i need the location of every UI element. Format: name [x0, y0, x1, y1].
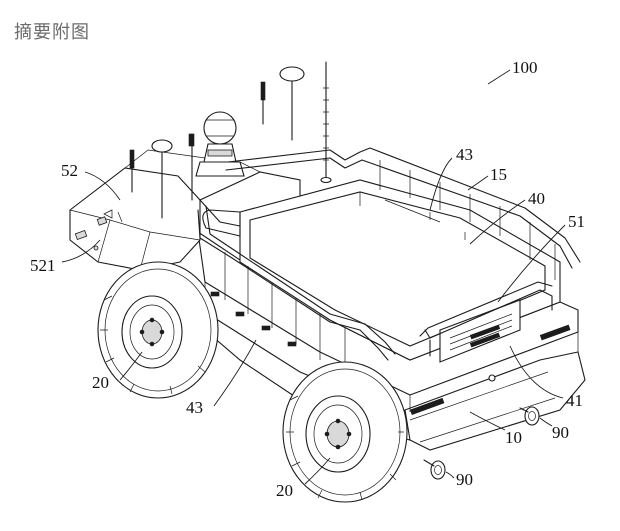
ref-521: 521	[30, 256, 56, 275]
ref-20-front: 20	[92, 373, 109, 392]
page-title: 摘要附图	[14, 22, 90, 43]
cargo-bed	[239, 179, 561, 363]
ref-10: 10	[505, 428, 522, 447]
ref-41: 41	[566, 391, 583, 410]
ref-20-rear: 20	[276, 481, 293, 500]
front-housing	[69, 149, 301, 271]
ref-15: 15	[490, 165, 507, 184]
leader-lines	[61, 69, 566, 485]
ref-100: 100	[512, 58, 538, 77]
rear-wheel	[282, 361, 408, 503]
guard-rails	[197, 147, 581, 377]
ref-90-right: 90	[552, 423, 569, 442]
ref-43-side: 43	[186, 398, 203, 417]
sensor-mast	[129, 61, 332, 219]
rear-frame	[409, 324, 571, 480]
ref-90-bottom: 90	[456, 470, 473, 489]
ref-40: 40	[528, 189, 545, 208]
ref-52: 52	[61, 161, 78, 180]
ref-51: 51	[568, 212, 585, 231]
ref-43-top: 43	[456, 145, 473, 164]
front-wheel	[97, 261, 219, 399]
reference-labels: 100 52 43 15 40 51 521 20 43 41 10 90 90…	[30, 58, 585, 500]
